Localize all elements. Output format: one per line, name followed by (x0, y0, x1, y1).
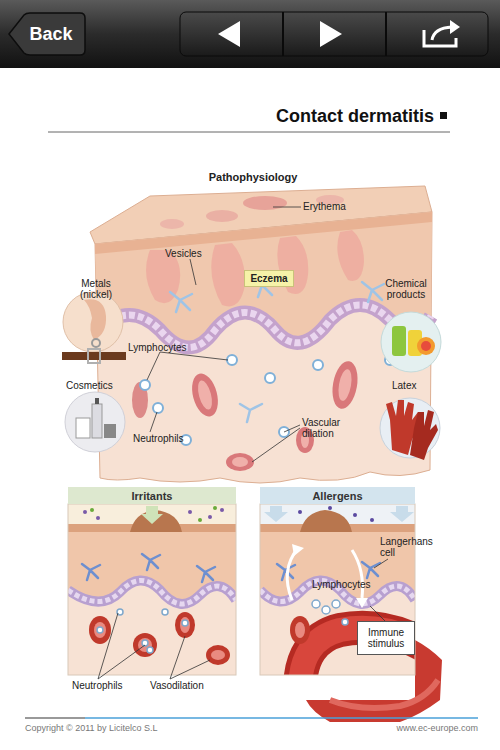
part-label: Erythema (303, 201, 363, 212)
immune-stimulus-box: Immune stimulus (357, 621, 415, 655)
footer-rule (85, 717, 478, 719)
leader-lines (98, 559, 388, 679)
source-label: Cosmetics (66, 380, 126, 391)
segmented-control (180, 12, 488, 56)
part-label: Lymphocytes (312, 579, 377, 590)
skin-block (90, 186, 432, 483)
leader-lines (147, 207, 301, 462)
node-text: Immune stimulus (358, 627, 414, 649)
back-button: Back (8, 12, 86, 56)
source-label: Metals (nickel) (72, 278, 120, 300)
allergens-panel (260, 504, 415, 675)
page-title: Contact dermatitis (276, 106, 434, 127)
node-text: Eczema (250, 273, 287, 284)
node-text: Back (29, 24, 72, 45)
next-arrow (320, 21, 342, 47)
title-rule (48, 132, 450, 133)
nickel-belt (62, 349, 126, 363)
chemical-products-icon (381, 312, 441, 372)
divider (385, 12, 387, 56)
website-note: www.ec-europe.com (360, 724, 478, 734)
nav-bar (0, 0, 500, 68)
irritants-band: Irritants (68, 487, 236, 504)
part-label: Neutrophils (72, 680, 137, 691)
eczema-box: Eczema (244, 270, 294, 287)
panel-frame (68, 504, 236, 675)
irritants-panel (68, 504, 236, 675)
divider (282, 12, 284, 56)
part-label: Vascular dilation (302, 417, 352, 439)
part-label: Vasodilation (150, 680, 220, 691)
footer-rule (25, 717, 85, 719)
node-text: Irritants (132, 490, 173, 502)
source-label: Chemical products (378, 278, 434, 300)
cosmetics-icon (65, 392, 125, 452)
nickel-earring (63, 292, 123, 352)
share-icon (424, 20, 460, 46)
allergens-band: Allergens (260, 487, 415, 504)
section-heading: Pathophysiology (180, 171, 326, 183)
part-label: Lymphocytes (128, 342, 193, 353)
part-label: Langerhans cell (380, 536, 440, 558)
copyright-note: Copyright © 2011 by Licitelco S.L (25, 724, 245, 734)
node-text: Allergens (312, 490, 362, 502)
vessel-highlight (330, 680, 438, 708)
latex-gloves-icon (380, 398, 440, 460)
source-label: Latex (392, 380, 432, 391)
title-square (440, 112, 447, 119)
part-label: Vesicles (165, 248, 215, 259)
prev-arrow (218, 21, 240, 47)
part-label: Neutrophils (133, 433, 198, 444)
panel-frame (260, 504, 415, 675)
